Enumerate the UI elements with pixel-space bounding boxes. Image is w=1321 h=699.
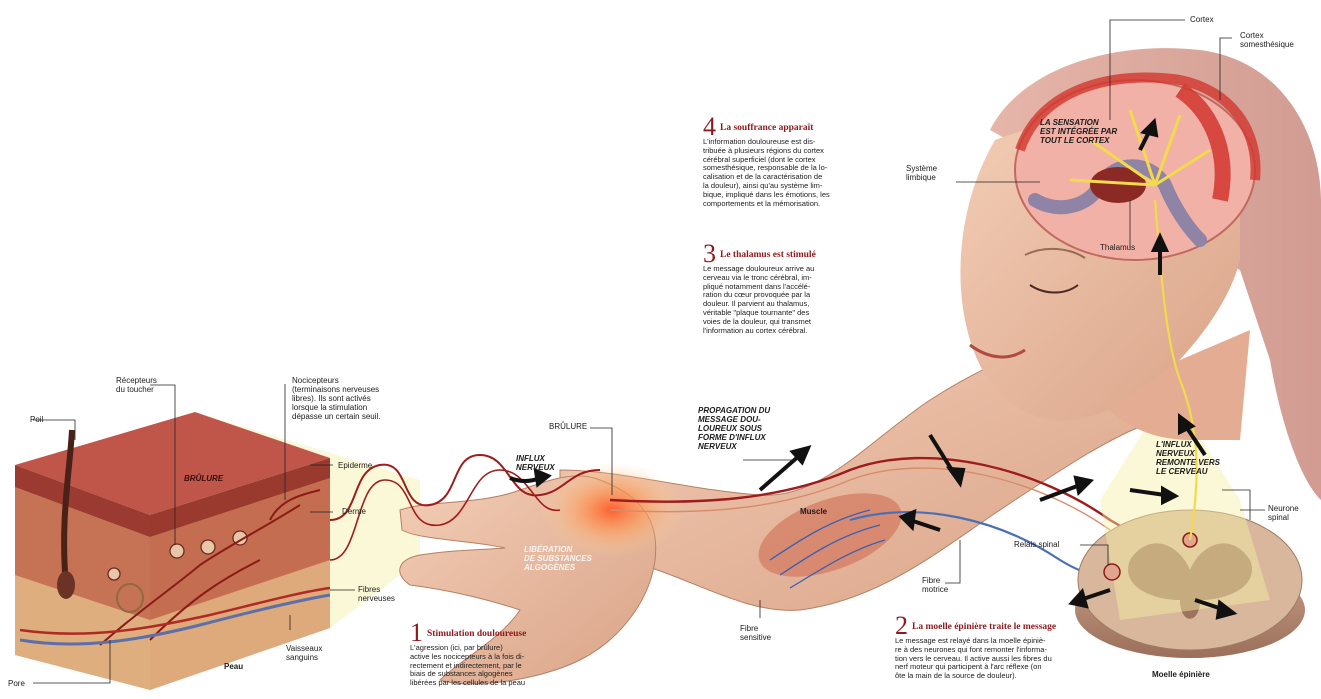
label-vaisseaux-sanguins: Vaisseaux sanguins	[286, 644, 322, 662]
label-fibre-sensitive: Fibre sensitive	[740, 624, 771, 642]
label-thalamus: Thalamus	[1100, 243, 1135, 252]
label-derme: Derme	[342, 507, 366, 516]
label-moelle-epiniere: Moelle épinière	[1152, 670, 1210, 679]
label-muscle: Muscle	[800, 507, 827, 516]
label-brulure-hand: BRÛLURE	[549, 422, 587, 431]
label-neurone-spinal: Neurone spinal	[1268, 504, 1299, 522]
step-3-title: Le thalamus est stimulé	[703, 243, 863, 260]
step-3: 3 Le thalamus est stimulé Le message dou…	[703, 243, 863, 335]
label-peau: Peau	[224, 662, 243, 671]
step-4: 4 La souffrance apparaît L'information d…	[703, 116, 878, 208]
step-1-body: L'agression (ici, par brûlure) active le…	[410, 644, 590, 688]
step-4-title: La souffrance apparaît	[703, 116, 878, 133]
label-epiderme: Epiderme	[338, 461, 372, 470]
step-4-number: 4	[703, 116, 716, 138]
step-3-number: 3	[703, 243, 716, 265]
step-1-number: 1	[410, 622, 423, 644]
skin-block	[15, 412, 330, 690]
step-2-body: Le message est relayé dans la moelle épi…	[895, 637, 1105, 681]
hair-follicle	[57, 571, 75, 599]
step-4-body: L'information douloureuse est dis- tribu…	[703, 138, 878, 208]
label-influx-nerveux: INFLUX NERVEUX	[516, 454, 555, 472]
step-3-body: Le message douloureux arrive au cerveau …	[703, 265, 863, 335]
label-relais-spinal: Relais spinal	[1014, 540, 1059, 549]
label-liberation-substances: LIBÉRATION DE SUBSTANCES ALGOGÈNES	[524, 545, 592, 572]
label-nocicepteurs: Nocicepteurs (terminaisons nerveuses lib…	[292, 376, 412, 421]
label-recepteurs-du-toucher: Récepteurs du toucher	[116, 376, 157, 394]
label-fibres-nerveuses: Fibres nerveuses	[358, 585, 395, 603]
label-brulure-skin: BRÛLURE	[184, 474, 223, 483]
step-1-title: Stimulation douloureuse	[410, 622, 590, 639]
step-1: 1 Stimulation douloureuse L'agression (i…	[410, 622, 590, 688]
label-systeme-limbique: Système limbique	[906, 164, 937, 182]
label-poil: Poil	[30, 415, 43, 424]
label-influx-remonte: L'INFLUX NERVEUX REMONTE VERS LE CERVEAU	[1156, 440, 1220, 476]
step-2: 2 La moelle épinière traite le message L…	[895, 615, 1105, 681]
label-cortex-somesthesique: Cortex somesthésique	[1240, 31, 1294, 49]
step-2-title: La moelle épinière traite le message	[895, 615, 1105, 632]
step-2-number: 2	[895, 615, 908, 637]
label-pore: Pore	[8, 679, 25, 688]
label-cortex: Cortex	[1190, 15, 1214, 24]
label-fibre-motrice: Fibre motrice	[922, 576, 948, 594]
spinal-relay	[1104, 564, 1120, 580]
label-sensation-integree: LA SENSATION EST INTÉGRÉE PAR TOUT LE CO…	[1040, 118, 1117, 145]
label-propagation: PROPAGATION DU MESSAGE DOU- LOUREUX SOUS…	[698, 406, 770, 451]
